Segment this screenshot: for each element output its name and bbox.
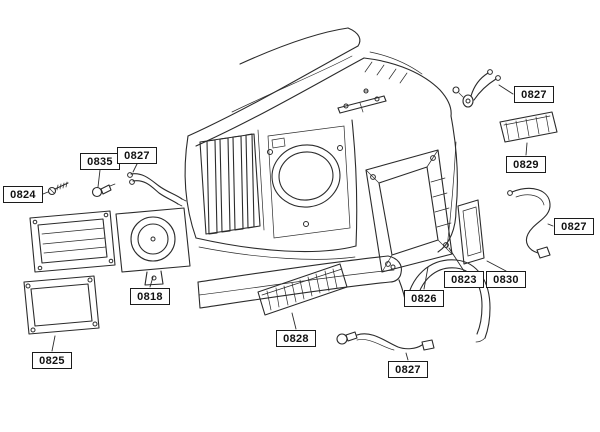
- parking-lamp-lens: [257, 263, 348, 316]
- wiring-harness-bottom: [336, 331, 435, 351]
- part-label-0830: 0830: [486, 271, 526, 288]
- part-label-0827-upper-left: 0827: [117, 147, 157, 164]
- part-label-0827-top-right: 0827: [514, 86, 554, 103]
- leader-lines: [42, 84, 554, 361]
- sealed-beam-lens: [29, 210, 116, 273]
- wiring-harness-upper-left: [127, 172, 187, 207]
- socket-pigtail-top-right: [452, 69, 501, 108]
- headlight-opening: [267, 125, 351, 239]
- grille: [199, 129, 265, 235]
- vehicle-body: [184, 27, 491, 343]
- mounting-screw: [47, 181, 69, 196]
- part-label-0824: 0824: [3, 186, 43, 203]
- side-marker-housing: [457, 199, 485, 265]
- front-bumper: [197, 255, 402, 309]
- headlamp-door-frame: [365, 149, 453, 273]
- part-label-0818: 0818: [130, 288, 170, 305]
- part-label-0827-right: 0827: [554, 218, 594, 235]
- headlamp-bulb: [91, 183, 116, 198]
- side-marker-lamp: [499, 111, 558, 143]
- part-label-0829: 0829: [506, 156, 546, 173]
- headlamp-bucket: [115, 207, 191, 286]
- part-label-0826: 0826: [404, 290, 444, 307]
- part-label-0828: 0828: [276, 330, 316, 347]
- part-label-0823: 0823: [444, 271, 484, 288]
- part-label-0825: 0825: [32, 352, 72, 369]
- part-label-0835: 0835: [80, 153, 120, 170]
- wiring-harness-right: [507, 187, 551, 259]
- door-screws: [370, 155, 449, 267]
- adjuster-bracket: [337, 88, 387, 114]
- part-label-0827-bottom: 0827: [388, 361, 428, 378]
- retaining-ring: [23, 275, 100, 335]
